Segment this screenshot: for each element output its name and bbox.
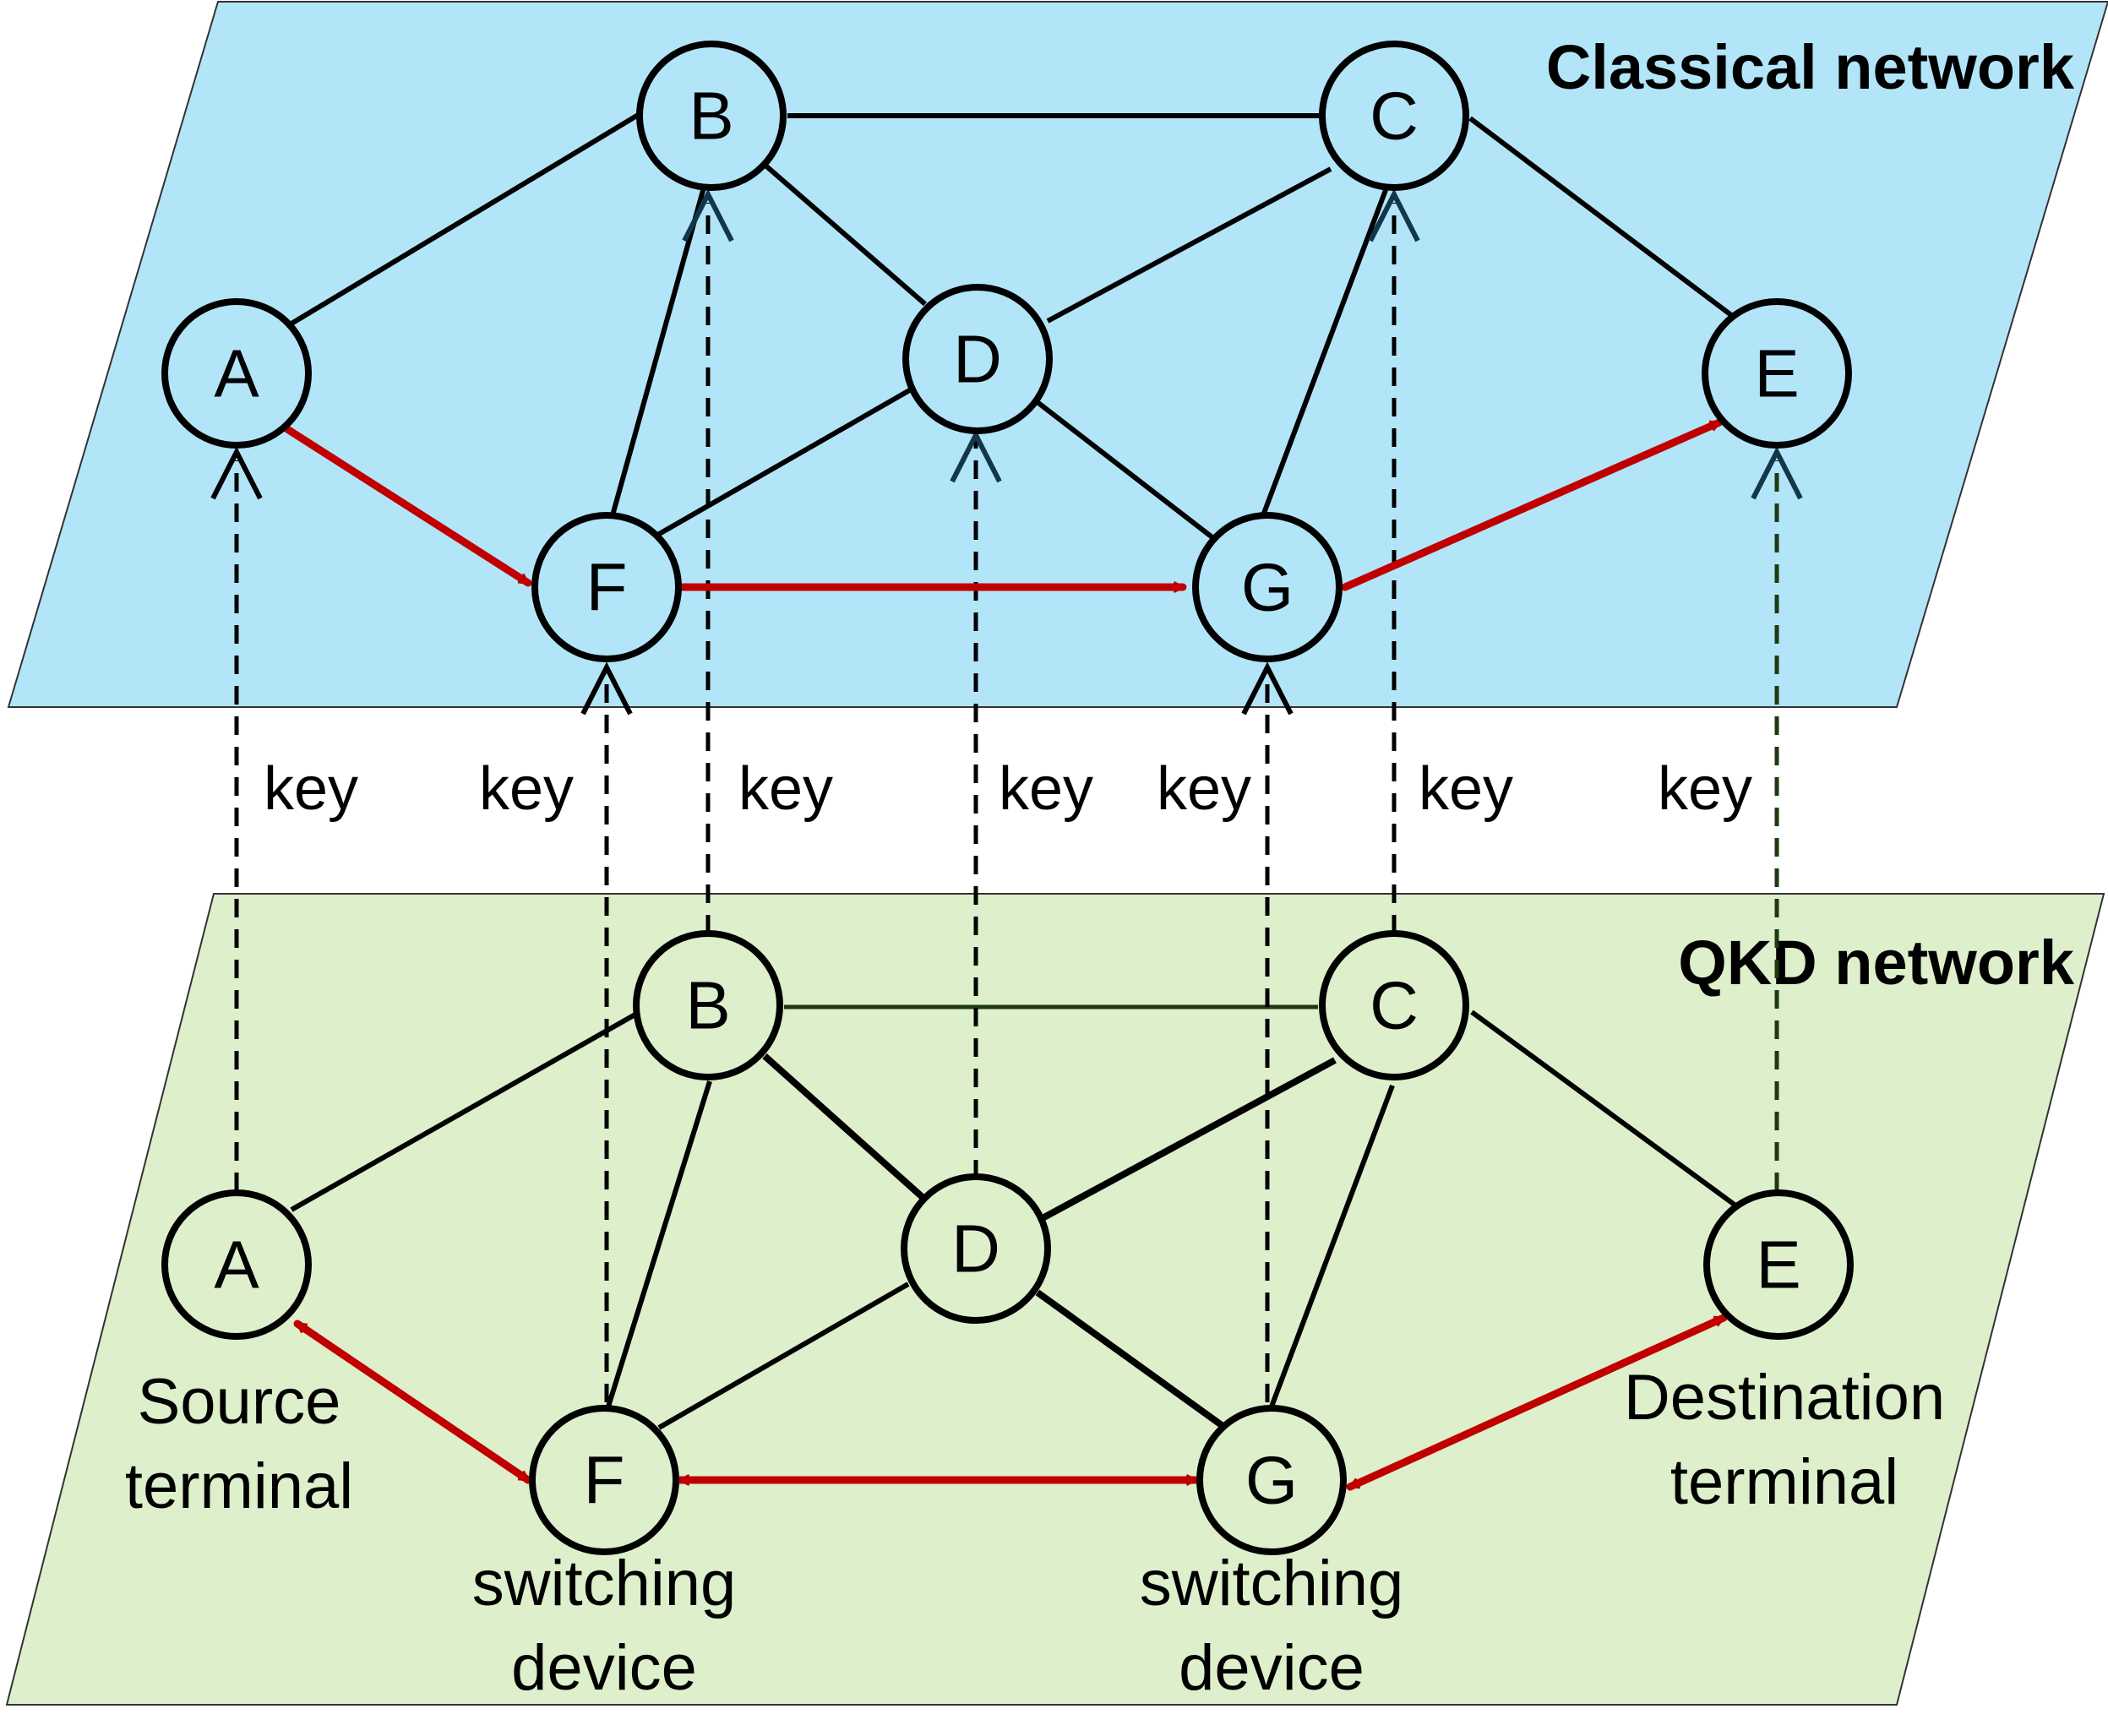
node-g-top: G [1192,512,1343,662]
key-links [210,188,1803,1402]
key-label-b: key [738,755,833,823]
classical-nodes: A B C D E F G [161,41,1852,662]
destination-caption-line2: terminal [1670,1446,1898,1518]
node-e-top: E [1702,298,1852,449]
route-a-f-bottom [293,1320,532,1484]
destination-caption-line1: Destination [1624,1362,1945,1434]
key-arrow-d [950,429,1002,483]
route-a-f-top [283,425,532,587]
node-d-bottom: D [901,1173,1051,1324]
key-label-e: key [1658,755,1752,823]
key-arrow-c [1368,188,1420,242]
captions: Source terminal switching device switchi… [125,1362,1945,1704]
qkd-route [293,1314,1728,1491]
key-arrow-e [1751,446,1803,500]
edge-c-e-bottom [1470,1009,1752,1219]
key-arrow-f [580,661,633,716]
svg-text:C: C [1370,79,1419,154]
svg-text:E: E [1754,336,1799,411]
key-arrow-b [682,188,734,242]
edge-c-e-top [1468,116,1746,328]
switching-f-caption-line2: device [511,1632,697,1704]
source-caption-line1: Source [138,1366,341,1438]
classical-network-title: Classical network [1546,32,2075,102]
edge-g-c-top [1261,188,1388,517]
qkd-edges [290,1004,1752,1431]
switching-f-caption-line1: switching [472,1548,737,1619]
key-labels: key key key key key key key [264,755,1752,823]
classical-route [283,418,1724,594]
key-label-c: key [1419,755,1513,823]
node-c-top: C [1319,41,1469,191]
edge-b-d-bottom [762,1053,928,1202]
qkd-network-title: QKD network [1678,928,2075,998]
svg-text:G: G [1241,550,1294,625]
svg-text:B: B [685,968,730,1043]
node-c-bottom: C [1319,930,1469,1080]
svg-text:E: E [1756,1227,1800,1303]
svg-text:F: F [584,1443,625,1518]
route-g-e-top [1341,418,1724,591]
key-arrow-a [210,446,263,500]
edge-c-d-top [1046,166,1332,324]
node-f-top: F [531,512,682,662]
node-a-top: A [161,298,312,449]
edge-f-b-top [610,187,706,516]
key-label-g: key [1157,755,1251,823]
key-label-f: key [479,755,574,823]
key-label-a: key [264,755,358,823]
qkd-nodes: A B C D E F G [161,930,1854,1555]
edge-b-f-bottom [606,1080,712,1407]
key-arrow-g [1241,661,1294,716]
svg-text:D: D [953,322,1002,397]
node-b-bottom: B [633,930,783,1080]
node-b-top: B [636,41,787,191]
node-a-bottom: A [161,1189,312,1340]
node-e-bottom: E [1703,1189,1854,1340]
svg-text:F: F [586,550,628,625]
svg-text:A: A [214,336,259,411]
edge-a-b-bottom [290,1009,641,1212]
svg-text:C: C [1370,968,1419,1043]
node-f-bottom: F [529,1405,679,1555]
edge-d-f-bottom [657,1282,910,1430]
edge-d-g-bottom [1035,1289,1228,1431]
source-caption-line2: terminal [125,1450,353,1522]
edge-c-d-bottom [1039,1057,1337,1222]
edge-d-g-top [1029,395,1218,543]
key-label-d: key [999,755,1093,823]
svg-text:A: A [214,1227,259,1303]
switching-g-caption-line2: device [1179,1632,1364,1704]
qkd-network-plane [5,893,2105,1706]
switching-g-caption-line1: switching [1140,1548,1404,1619]
node-d-top: D [902,284,1053,434]
route-g-e-bottom [1346,1314,1728,1491]
node-g-bottom: G [1196,1405,1347,1555]
svg-text:G: G [1245,1443,1298,1518]
svg-text:D: D [951,1211,1000,1287]
edge-b-d-top [763,162,927,307]
edge-d-f-top [653,386,914,539]
svg-text:B: B [689,79,733,154]
edge-c-g-bottom [1269,1084,1395,1408]
edge-a-b-top [290,109,645,326]
classical-edges [290,109,1746,543]
